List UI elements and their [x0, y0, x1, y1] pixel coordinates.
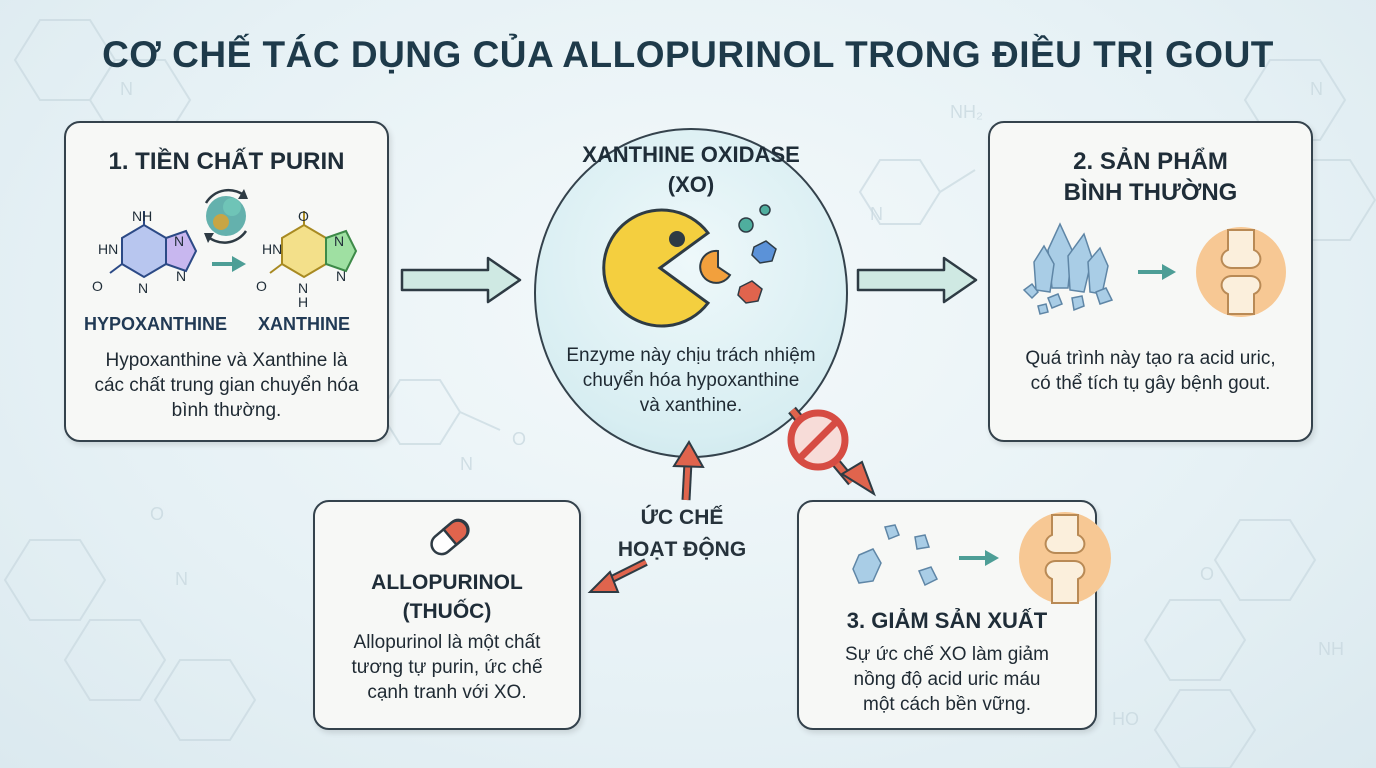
svg-text:O: O — [512, 429, 526, 449]
panel-reduced-production-illustration — [852, 512, 1111, 604]
recycle-icon — [204, 188, 248, 244]
arrow-crystal-to-joint — [1138, 264, 1176, 280]
svg-text:O: O — [256, 278, 267, 294]
xanthine-oxidase-description: Enzyme này chịu trách nhiệm chuyển hóa h… — [566, 345, 816, 416]
svg-text:H: H — [298, 294, 308, 310]
svg-text:NH₂: NH₂ — [950, 102, 983, 122]
pacman-enzyme-icon — [602, 204, 777, 328]
svg-text:NH: NH — [1318, 639, 1344, 659]
svg-text:N: N — [460, 454, 473, 474]
svg-text:HN: HN — [98, 241, 118, 257]
svg-text:N: N — [298, 280, 308, 296]
svg-text:HO: HO — [1112, 709, 1139, 729]
panel-purine-precursor — [64, 121, 389, 442]
panel-reduced-production-description: Sự ức chế XO làm giảm nồng độ acid uric … — [845, 644, 1049, 715]
xanthine-oxidase-title: XANTHINE OXIDASE (XO) — [582, 142, 800, 197]
inhibit-activity-label: ỨC CHẾ HOẠT ĐỘNG — [617, 506, 747, 561]
svg-text:N: N — [870, 204, 883, 224]
panel-allopurinol-title: ALLOPURINOL (THUỐC) — [371, 571, 523, 623]
knee-joint-icon — [1019, 512, 1111, 604]
panel-normal-product-description: Quá trình này tạo ra acid uric, có thể t… — [1025, 348, 1276, 394]
panel-reduced-production-title: 3. GIẢM SẢN XUẤT — [846, 608, 1048, 633]
svg-text:O: O — [1200, 564, 1214, 584]
svg-text:O: O — [150, 504, 164, 524]
svg-text:N: N — [174, 233, 184, 249]
svg-text:N: N — [334, 233, 344, 249]
hypoxanthine-structure: NH HN O N N N — [92, 208, 198, 296]
arrow-precursor-to-enzyme — [400, 256, 522, 304]
svg-text:O: O — [92, 278, 103, 294]
svg-text:N: N — [176, 268, 186, 284]
arrow-hypoxanthine-to-xanthine — [212, 256, 246, 272]
svg-text:N: N — [120, 79, 133, 99]
svg-text:NH: NH — [132, 208, 152, 224]
arrow-enzyme-to-product — [856, 256, 978, 304]
crystal-icon — [852, 524, 939, 587]
knee-joint-icon — [1196, 227, 1286, 317]
svg-text:N: N — [138, 280, 148, 296]
arrow-crystal-to-joint — [959, 550, 999, 566]
panel-allopurinol-description: Allopurinol là một chất tương tự purin, … — [351, 632, 543, 703]
panel-normal-product-illustration — [1022, 222, 1286, 317]
arrow-inhibit-up — [672, 440, 705, 501]
hypoxanthine-label: HYPOXANTHINE — [84, 314, 228, 334]
svg-text:O: O — [298, 208, 309, 224]
panel-purine-precursor-illustration: NH HN O N N N O HN O N H N N — [92, 188, 358, 310]
svg-text:N: N — [336, 268, 346, 284]
crystal-icon — [1022, 222, 1114, 315]
pill-icon — [430, 518, 470, 556]
prohibited-icon — [787, 406, 876, 497]
panel-purine-precursor-description: Hypoxanthine và Xanthine là các chất tru… — [94, 350, 359, 421]
xanthine-structure: O HN O N H N N — [256, 208, 358, 310]
panel-purine-precursor-title: 1. TIỀN CHẤT PURIN — [108, 148, 345, 175]
arrow-to-drug — [587, 558, 648, 593]
xanthine-label: XANTHINE — [258, 314, 351, 334]
panel-normal-product-title: 2. SẢN PHẨM BÌNH THƯỜNG — [1063, 148, 1238, 206]
page-title: CƠ CHẾ TÁC DỤNG CỦA ALLOPURINOL TRONG ĐI… — [102, 34, 1274, 75]
svg-text:HN: HN — [262, 241, 282, 257]
svg-text:N: N — [175, 569, 188, 589]
svg-text:N: N — [1310, 79, 1323, 99]
